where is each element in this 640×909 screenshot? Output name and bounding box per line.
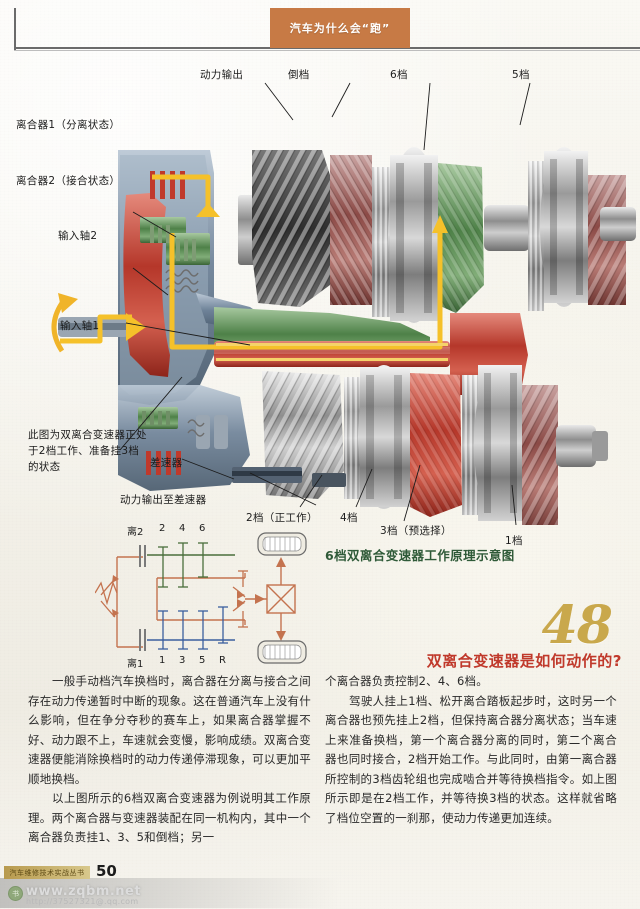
header-rule: [14, 47, 640, 49]
callout-leader-lines: [119, 82, 531, 525]
cutaway-artwork: [51, 147, 636, 525]
watermark-subtext: http://37527321@.qq.com: [26, 897, 139, 906]
series-tab: 汽车维修技术实战丛书: [4, 866, 90, 879]
tire-icon-bottom: [257, 640, 307, 664]
rotation-arrowhead: [58, 293, 78, 313]
paragraph: 驾驶人挂上1档、松开离合踏板起步时，这时另一个离合器也预先挂上2档，但保持离合器…: [325, 693, 617, 825]
schematic-label-clutch2: 离2: [127, 527, 144, 538]
label-input-shaft-2: 输入轴2: [58, 230, 98, 242]
label-input-shaft-1: 输入轴1: [60, 320, 100, 332]
label-gear-5: 5档: [512, 69, 530, 81]
header-rule-light: [14, 50, 640, 51]
label-gear-3: 3档（预选择）: [380, 525, 452, 537]
schematic-label-gear3: 3: [179, 655, 186, 666]
shaft-highlight-dots: [216, 343, 448, 361]
gear-train-schematic: 离2 2 4 6 离1 1 3 5 R: [94, 523, 330, 670]
label-clutch1: 离合器1（分离状态）: [16, 119, 121, 131]
body-column-left: 一般手动档汽车换档时，离合器在分离与接合之间存在动力传递暂时中断的现象。这在普通…: [28, 672, 311, 848]
label-clutch2: 离合器2（接合状态）: [16, 175, 121, 187]
schematic-label-gear1: 1: [159, 655, 166, 666]
paragraph: 以上图所示的6档双离合变速器为例说明其工作原理。两个离合器与变速器装配在同一机构…: [28, 791, 311, 844]
header-rule-vertical: [14, 8, 16, 50]
schematic-label-clutch1: 离1: [127, 659, 144, 670]
label-gear-4: 4档: [340, 512, 358, 524]
article-number: 48: [541, 595, 613, 656]
schematic-label-gear4: 4: [179, 523, 186, 534]
label-differential: 差速器: [150, 457, 183, 469]
schematic-label-reverse: R: [219, 655, 226, 666]
transmission-illustration: 离合器1（分离状态） 离合器2（接合状态） 输入轴2 输入轴1 动力输出 倒档 …: [0, 55, 640, 547]
tire-icon-top: [257, 532, 307, 556]
page-number: 50: [96, 862, 117, 880]
rotation-arrow: [51, 301, 65, 353]
schematic-label-gear2: 2: [159, 523, 166, 534]
label-reverse-gear: 倒档: [288, 69, 310, 81]
label-output-to-differential: 动力输出至差速器: [120, 494, 207, 506]
label-power-output: 动力输出: [200, 69, 244, 81]
schematic-svg: [94, 532, 307, 664]
schematic-caption: 6档双离合变速器工作原理示意图: [325, 548, 515, 563]
watermark-badge-icon: 书: [8, 886, 23, 901]
label-gear-1: 1档: [505, 535, 523, 547]
article-title: 双离合变速器是如何动作的?: [426, 652, 622, 670]
label-gear-6: 6档: [390, 69, 408, 81]
schematic-label-gear6: 6: [199, 523, 206, 534]
illustration-note: 此图为双离合变速器正处于2档工作、准备挂3档的状态: [28, 429, 147, 473]
schematic-label-gear5: 5: [199, 655, 206, 666]
power-flow-arrows: [60, 174, 443, 350]
label-gear-2: 2档（正工作）: [246, 512, 318, 524]
paragraph: 个离合器负责控制2、4、6档。: [325, 674, 488, 688]
upper-shaft-assembly: [238, 147, 636, 323]
body-column-right: 个离合器负责控制2、4、6档。 驾驶人挂上1档、松开离合踏板起步时，这时另一个离…: [325, 672, 617, 828]
chapter-banner: 汽车为什么会“跑”: [270, 8, 410, 48]
footer-gradient-bar: [0, 878, 340, 908]
watermark-url: www.zqbm.net: [26, 884, 142, 899]
paragraph: 一般手动档汽车换档时，离合器在分离与接合之间存在动力传递暂时中断的现象。这在普通…: [28, 674, 311, 786]
power-flow-arrowheads: [126, 203, 448, 341]
